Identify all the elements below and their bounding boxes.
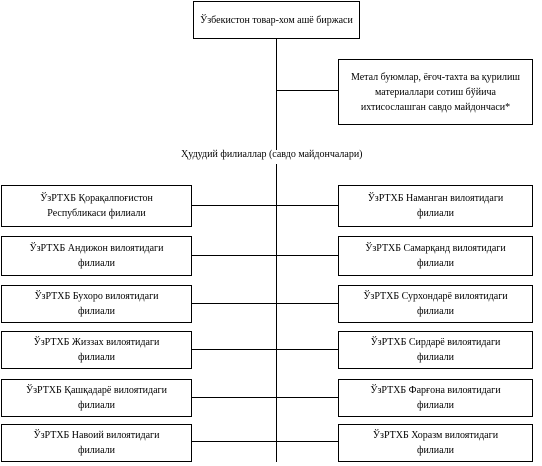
branch-label-line1: ЎзРТХБ Наманган вилоятидаги (367, 193, 504, 204)
branch-node: ЎзРТХБ Сурхондарё вилоятидаги филиали (338, 285, 533, 323)
branch-label-line2: филиали (416, 208, 455, 219)
branch-node: ЎзРТХБ Сирдарё вилоятидаги филиали (338, 331, 533, 369)
branch-label-line2: филиали (416, 352, 455, 363)
branch-label-line1: ЎзРТХБ Сурхондарё вилоятидаги (363, 291, 508, 302)
branch-label-line1: ЎзРТХБ Андижон вилоятидаги (29, 243, 164, 254)
branch-node: ЎзРТХБ Қашқадарё вилоятидаги филиали (1, 379, 192, 417)
branch-label-line1: ЎзРТХБ Хоразм вилоятидаги (372, 430, 499, 441)
branch-label-line2: филиали (416, 445, 455, 456)
branch-label-line1: ЎзРТХБ Қорақалпоғистон (40, 193, 153, 204)
branch-node: ЎзРТХБ Наманган вилоятидаги филиали (338, 185, 533, 227)
branch-label-line2: филиали (77, 400, 116, 411)
branch-label-line2: филиали (77, 445, 116, 456)
branch-label: ЎзРТХБ Бухоро вилоятидаги филиали (34, 289, 158, 319)
branch-node: ЎзРТХБ Хоразм вилоятидаги филиали (338, 424, 533, 462)
branch-label-line1: ЎзРТХБ Қашқадарё вилоятидаги (25, 385, 168, 396)
branches-caption: Ҳудудий филиаллар (савдо майдончалари) (181, 149, 363, 160)
branch-label-line1: ЎзРТХБ Самарқанд вилоятидаги (365, 243, 506, 254)
special-platform-node: Метал буюмлар, ёғоч-тахта ва қурилиш мат… (338, 59, 533, 125)
branch-label-line2: филиали (77, 352, 116, 363)
branch-label-line1: ЎзРТХБ Фарғона вилоятидаги (370, 385, 501, 396)
branch-label: ЎзРТХБ Жиззах вилоятидаги филиали (34, 335, 160, 365)
branch-node: ЎзРТХБ Самарқанд вилоятидаги филиали (338, 236, 533, 276)
branch-label-line1: ЎзРТХБ Бухоро вилоятидаги (34, 291, 159, 302)
branch-label: ЎзРТХБ Сирдарё вилоятидаги филиали (371, 335, 501, 365)
branch-label: ЎзРТХБ Самарқанд вилоятидаги филиали (365, 241, 506, 271)
branch-label-line1: ЎзРТХБ Навоий вилоятидаги (33, 430, 160, 441)
branch-label-line2: филиали (416, 306, 455, 317)
branch-label: ЎзРТХБ Хоразм вилоятидаги филиали (373, 428, 498, 458)
branch-node: ЎзРТХБ Бухоро вилоятидаги филиали (1, 285, 192, 323)
branch-label-line2: Республикаси филиали (47, 208, 146, 219)
branch-label-line2: филиали (77, 258, 116, 269)
branch-label-line2: филиали (77, 306, 116, 317)
branch-label-line1: ЎзРТХБ Сирдарё вилоятидаги (370, 337, 501, 348)
branch-node: ЎзРТХБ Андижон вилоятидаги филиали (1, 236, 192, 276)
special-platform-label: Метал буюмлар, ёғоч-тахта ва қурилиш мат… (350, 71, 521, 113)
branch-label: ЎзРТХБ Фарғона вилоятидаги филиали (370, 383, 500, 413)
branch-label: ЎзРТХБ Қашқадарё вилоятидаги филиали (26, 383, 167, 413)
branch-label-line2: филиали (416, 400, 455, 411)
root-node: Ўзбекистон товар-хом ашё биржаси (193, 1, 360, 39)
branch-label-line2: филиали (416, 258, 455, 269)
branch-label: ЎзРТХБ Наманган вилоятидаги филиали (368, 191, 504, 221)
branch-label: ЎзРТХБ Андижон вилоятидаги филиали (30, 241, 164, 271)
root-label: Ўзбекистон товар-хом ашё биржаси (200, 14, 353, 26)
branch-label: ЎзРТХБ Навоий вилоятидаги филиали (34, 428, 160, 458)
branch-node: ЎзРТХБ Навоий вилоятидаги филиали (1, 424, 192, 462)
branch-node: ЎзРТХБ Жиззах вилоятидаги филиали (1, 331, 192, 369)
branch-label-line1: ЎзРТХБ Жиззах вилоятидаги (33, 337, 160, 348)
branch-node: ЎзРТХБ Фарғона вилоятидаги филиали (338, 379, 533, 417)
branch-label: ЎзРТХБ Сурхондарё вилоятидаги филиали (363, 289, 507, 319)
